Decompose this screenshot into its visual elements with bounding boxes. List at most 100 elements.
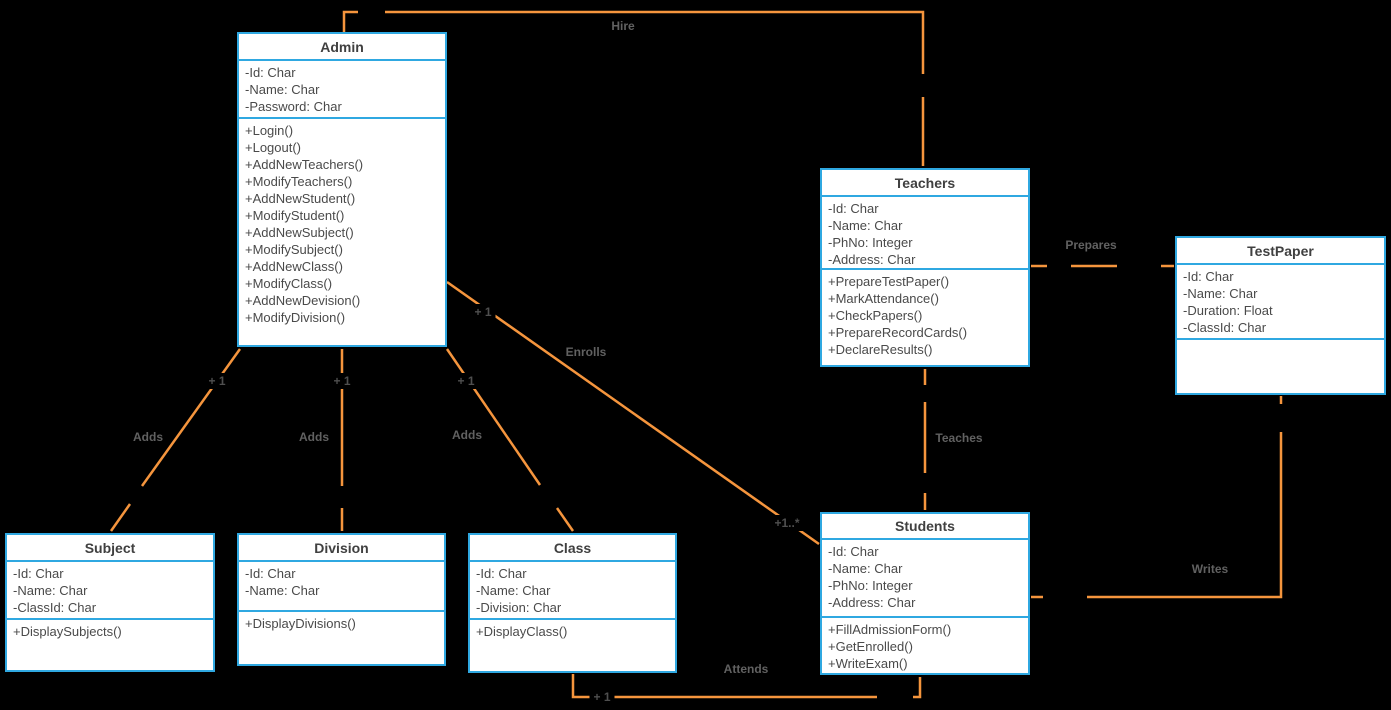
member-line: -Address: Char [828,252,916,267]
member-line: +AddNewSubject() [245,225,354,240]
member-line: -Address: Char [828,595,916,610]
member-line: +DisplayClass() [476,624,568,639]
class-box-subject: Subject -Id: Char -Name: Char -ClassId: Ch… [5,533,215,672]
class-methods [1177,340,1384,393]
member-line: +Logout() [245,140,302,155]
class-attributes: -Id: Char -Name: Char -Division: Char [470,562,675,620]
member-line: +ModifySubject() [245,242,343,257]
multiplicity-attends-class: + 1 [589,689,615,705]
member-line: +AddNewDevision() [245,293,361,308]
member-line: +DisplaySubjects() [13,624,122,639]
class-attributes: -Id: Char -Name: Char [239,562,444,612]
class-methods: +FillAdmissionForm() +GetEnrolled() +Write… [822,618,1028,673]
multiplicity-adds-subject: + 1 [204,373,230,389]
multiplicity-adds-class: + 1 [453,373,479,389]
class-methods: +DisplaySubjects() [7,620,213,670]
member-line: +ModifyTeachers() [245,174,353,189]
member-line: +PrepareTestPaper() [828,274,950,289]
connector-adds-class [445,348,575,532]
member-line: -Name: Char [828,218,903,233]
member-line: -PhNo: Integer [828,235,913,250]
member-line: +AddNewTeachers() [245,157,364,172]
member-line: -Id: Char [1183,269,1234,284]
member-line: +AddNewClass() [245,259,343,274]
member-line: -Name: Char [13,583,88,598]
class-box-class: Class -Id: Char -Name: Char -Division: Cha… [468,533,677,673]
member-line: +Login() [245,123,294,138]
member-line: -PhNo: Integer [828,578,913,593]
connector-segment [109,503,132,532]
member-line: -Id: Char [13,566,64,581]
class-methods: +Login() +Logout() +AddNewTeachers() +Modif… [239,119,445,345]
member-line: -Name: Char [828,561,903,576]
connector-segment [555,507,575,532]
class-box-students: Students -Id: Char -Name: Char -PhNo: Inte… [820,512,1030,675]
multiplicity-enrolls-admin: + 1 [470,304,496,320]
class-title: TestPaper [1177,238,1384,265]
member-line: +PrepareRecordCards() [828,325,968,340]
relationship-label-prepares: Prepares [1065,238,1117,252]
member-line: -Name: Char [1183,286,1258,301]
connector-enrolls [446,280,820,546]
relationship-label-adds-class: Adds [452,428,482,442]
relationship-label-adds-subject: Adds [133,430,163,444]
relationship-label-adds-division: Adds [299,430,329,444]
member-line: +ModifyDivision() [245,310,346,325]
class-box-teachers: Teachers -Id: Char-Name: Char-PhNo: Inte… [820,168,1030,367]
class-title: Class [470,535,675,562]
member-line: -Id: Char [828,544,879,559]
member-line: -ClassId: Char [13,600,97,615]
relationship-label-enrolls: Enrolls [565,345,607,359]
class-attributes: -Id: Char -Name: Char -PhNo: Integer -Addre… [822,197,1028,270]
class-attributes: -Id: Char-Name: Char-Password: Char [239,61,445,119]
member-line: +MarkAttendance() [828,291,939,306]
class-title: Students [822,514,1028,540]
member-line: +FillAdmissionForm() [828,622,952,637]
member-line: -Id: Char [476,566,527,581]
member-line: -Id: Char [828,201,879,216]
class-box-admin: Admin -Id: Char-Name: Char-Password: Cha… [237,32,447,347]
member-line: +AddNewStudent() [245,191,356,206]
multiplicity-adds-division: + 1 [329,373,355,389]
class-methods: +DisplayDivisions() [239,612,444,664]
class-attributes: -Id: Char -Name: Char -ClassId: Char [7,562,213,620]
member-line: -Division: Char [476,600,562,615]
relationship-label-teaches: Teaches [935,431,983,445]
class-box-division: Division -Id: Char -Name: Char +DisplayDi… [237,533,446,666]
connector-hire [342,10,925,166]
connector-segment [140,348,242,487]
member-line: +ModifyClass() [245,276,333,291]
connector-adds-subject [109,348,242,532]
relationship-label-writes: Writes [1191,562,1229,576]
relationship-label-hire: Hire [611,19,635,33]
connector-segment [913,677,922,699]
connector-segment [445,348,542,486]
connector-segment [446,280,820,546]
class-box-testpaper: TestPaper -Id: Char-Name: Char-Duration:… [1175,236,1386,395]
member-line: -Name: Char [245,82,320,97]
member-line: -Password: Char [245,99,342,114]
connector-segment [571,674,877,699]
connector-segment [342,10,358,33]
class-title: Subject [7,535,213,562]
member-line: +ModifyStudent() [245,208,345,223]
multiplicity-enrolls-students: +1..* [770,515,804,531]
relationship-label-attends: Attends [723,662,769,676]
class-title: Division [239,535,444,562]
member-line: -Name: Char [476,583,551,598]
member-line: +GetEnrolled() [828,639,913,654]
connector-writes [1031,396,1283,599]
connector-segment [385,10,925,74]
member-line: -Name: Char [245,583,320,598]
member-line: +WriteExam() [828,656,908,671]
connector-attends [571,674,922,699]
class-attributes: -Id: Char -Name: Char -PhNo: Integer -Addre… [822,540,1028,618]
member-line: -Id: Char [245,566,296,581]
member-line: +DisplayDivisions() [245,616,356,631]
member-line: +DeclareResults() [828,342,933,357]
class-methods: +PrepareTestPaper() +MarkAttendance() +Che… [822,270,1028,365]
class-attributes: -Id: Char-Name: Char-Duration: Float-Cla… [1177,265,1384,340]
member-line: +CheckPapers() [828,308,923,323]
